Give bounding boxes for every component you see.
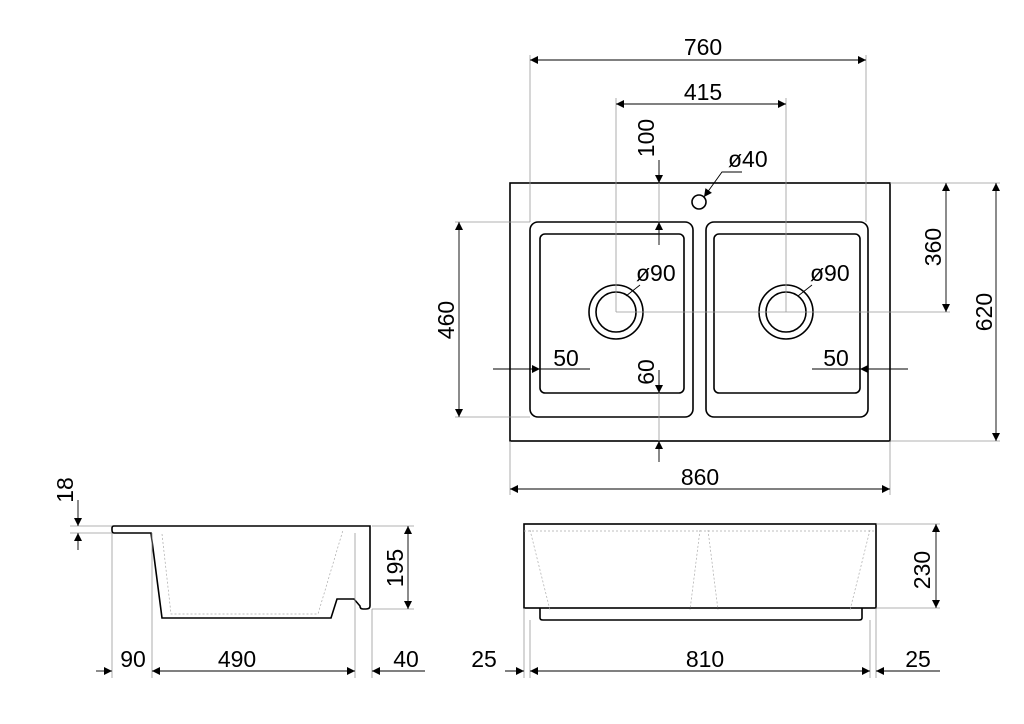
right-bowl-outer <box>705 221 869 418</box>
dim-195: 195 <box>382 549 408 587</box>
dim-490: 490 <box>218 646 256 672</box>
left-bowl-inner <box>539 233 685 394</box>
left-bowl-outer <box>529 221 694 418</box>
dim-drain-right: ø90 <box>810 260 850 286</box>
dim-50-right: 50 <box>823 345 849 371</box>
dim-460: 460 <box>433 301 459 339</box>
front-view: 230 25 810 25 <box>471 523 940 678</box>
right-bowl-inner <box>713 233 861 394</box>
tap-hole-icon <box>691 194 707 210</box>
dim-tap-hole: ø40 <box>728 146 768 172</box>
side-view: 18 195 90 490 40 <box>52 477 425 678</box>
dim-50-left: 50 <box>553 345 579 371</box>
dim-360: 360 <box>920 228 946 266</box>
dim-60: 60 <box>633 359 659 385</box>
dim-810: 810 <box>686 646 724 672</box>
dim-40: 40 <box>393 646 419 672</box>
top-view: 760 415 100 ø40 ø90 ø90 460 360 620 860 … <box>433 34 1000 495</box>
dim-760: 760 <box>684 34 722 60</box>
dim-620: 620 <box>971 293 997 331</box>
dim-415: 415 <box>684 79 722 105</box>
dim-25-right: 25 <box>905 646 931 672</box>
dim-860: 860 <box>681 464 719 490</box>
dim-230: 230 <box>909 551 935 589</box>
dim-100: 100 <box>633 119 659 157</box>
dim-90: 90 <box>120 646 146 672</box>
dim-18: 18 <box>52 477 78 503</box>
dim-drain-left: ø90 <box>636 260 676 286</box>
dim-25-left: 25 <box>471 646 497 672</box>
front-outline <box>523 523 877 609</box>
